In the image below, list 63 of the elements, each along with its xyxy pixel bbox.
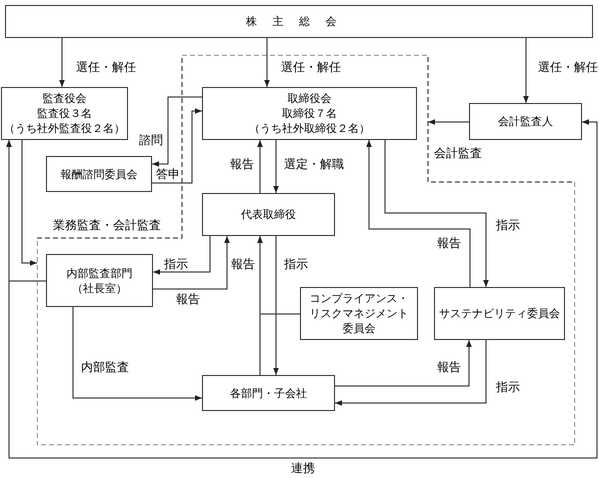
edge-label: 選任・解任 xyxy=(280,60,342,74)
box-text: 内部監査部門 xyxy=(66,266,132,280)
arrow xyxy=(428,119,470,125)
box-text: コンプライアンス・リスクマネジメント委員会 xyxy=(308,291,410,336)
edge-label: 業務監査・会計監査 xyxy=(52,218,162,232)
edge-label: 報告 xyxy=(229,157,255,171)
arrow xyxy=(257,236,300,314)
org-box xyxy=(469,103,582,140)
arrow xyxy=(523,38,529,104)
box-text: 代表取締役 xyxy=(241,207,296,222)
org-box xyxy=(5,5,593,38)
box-text: （うち社外取締役２名） xyxy=(249,121,370,136)
arrow xyxy=(257,140,263,194)
arrow xyxy=(366,140,470,288)
org-box xyxy=(434,287,565,340)
edge-label: 報告 xyxy=(436,360,462,374)
box-text: 各部門・子会社 xyxy=(230,386,307,400)
arrow xyxy=(59,38,65,88)
edge-label: 指示 xyxy=(163,257,189,271)
edge-label: 報告 xyxy=(175,292,201,306)
box-text: 取締役７名 xyxy=(282,106,337,121)
box-text: （社長室） xyxy=(72,280,127,296)
arrow xyxy=(334,340,472,386)
arrow xyxy=(152,236,210,275)
org-box xyxy=(46,156,152,192)
box-text: 株主総会 xyxy=(246,14,352,29)
arrow xyxy=(264,38,270,88)
arrow xyxy=(384,140,489,288)
edge-label: 答申 xyxy=(155,167,181,181)
box-text: （うち社外監査役２名） xyxy=(4,121,125,136)
org-box xyxy=(1,87,128,140)
box-text: サステナビリティ委員会 xyxy=(439,306,560,321)
edge-label: 内部監査 xyxy=(80,360,130,374)
edge-label: 指示 xyxy=(495,380,521,394)
dashed-boundary xyxy=(37,55,575,445)
edge-label: 選任・解任 xyxy=(537,60,599,74)
box-text: 会計監査人 xyxy=(498,114,553,129)
edge-label: 指示 xyxy=(495,218,521,232)
org-box xyxy=(202,375,335,411)
edge-label: 会計監査 xyxy=(433,146,483,160)
org-box xyxy=(46,254,153,307)
edge-label: 報告 xyxy=(230,257,256,271)
edge-label: 連携 xyxy=(290,461,316,475)
box-text: 監査役会 xyxy=(42,91,86,106)
box-text: 報酬諮問委員会 xyxy=(60,166,138,182)
arrow xyxy=(22,140,38,266)
edge-label: 選任・解任 xyxy=(75,60,137,74)
box-text: 監査役３名 xyxy=(37,106,92,121)
arrow xyxy=(334,340,486,406)
edge-label: 報告 xyxy=(436,236,462,250)
arrow xyxy=(273,236,279,376)
edge-label: 諮問 xyxy=(138,133,164,147)
org-box xyxy=(202,87,417,140)
edge-label: 指示 xyxy=(283,257,309,271)
org-box xyxy=(300,287,418,340)
arrow xyxy=(152,236,230,290)
arrow xyxy=(152,108,202,184)
edge-label: 選定・解職 xyxy=(283,157,345,171)
arrow xyxy=(273,140,279,194)
org-box xyxy=(202,193,335,236)
arrow xyxy=(152,96,202,167)
arrow xyxy=(72,306,202,401)
box-text: 取締役会 xyxy=(288,91,332,106)
